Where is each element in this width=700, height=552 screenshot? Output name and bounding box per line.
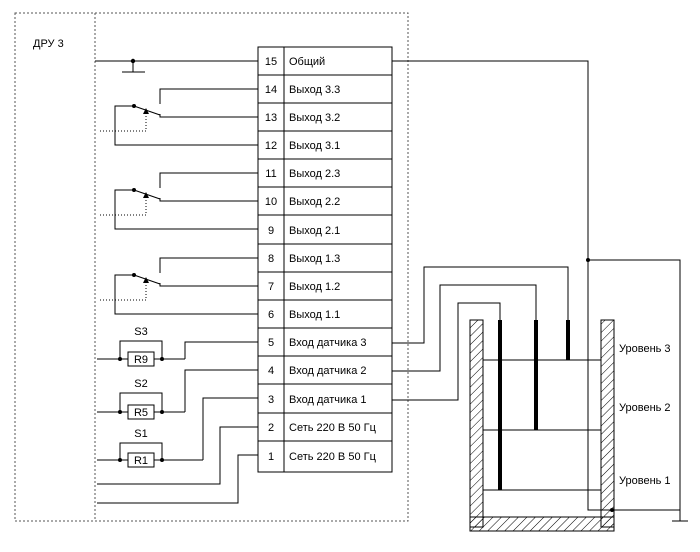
terminal-label: Выход 3.2 [289, 112, 340, 124]
terminal-label: Сеть 220 В 50 Гц [289, 451, 377, 463]
relay-2-contacts [100, 172, 258, 230]
terminal-label: Выход 3.1 [289, 140, 340, 152]
relay-3-contacts [100, 88, 258, 146]
terminal-label: Выход 2.1 [289, 225, 340, 237]
terminal-labels: Общий Выход 3.3 Выход 3.2 Выход 3.1 Выхо… [289, 56, 377, 463]
terminal-label: Выход 2.2 [289, 196, 340, 208]
terminal-label: Выход 1.1 [289, 309, 340, 321]
terminal-block [257, 46, 393, 473]
common-wire [392, 60, 688, 522]
resistor-label: R1 [134, 455, 148, 467]
sensor-switch-2 [97, 369, 258, 420]
device-title: ДРУ 3 [33, 38, 64, 50]
terminal-number: 15 [265, 56, 277, 68]
terminal-label: Общий [289, 56, 325, 68]
terminal-label: Выход 1.3 [289, 253, 340, 265]
terminal-number: 11 [265, 168, 276, 180]
terminal-number: 10 [265, 196, 277, 208]
common-ground [95, 58, 258, 73]
terminal-number: 6 [268, 309, 274, 321]
terminal-number: 13 [265, 112, 277, 124]
electrodes [498, 320, 570, 490]
level-label: Уровень 3 [619, 343, 671, 355]
terminal-number: 4 [268, 365, 274, 377]
terminal-label: Вход датчика 2 [289, 365, 367, 377]
relay-1-contacts [100, 257, 258, 315]
terminal-number: 7 [268, 281, 274, 293]
resistor-label: R9 [134, 354, 148, 366]
sensor-switch-3 [97, 340, 258, 367]
mains-wires [97, 426, 258, 504]
terminal-number: 12 [265, 140, 277, 152]
terminal-number: 1 [268, 451, 274, 463]
tank [469, 319, 615, 532]
terminal-label: Выход 3.3 [289, 84, 340, 96]
terminal-number: 9 [268, 225, 274, 237]
switch-label: S3 [134, 326, 147, 338]
terminal-label: Сеть 220 В 50 Гц [289, 422, 377, 434]
terminal-number: 5 [268, 337, 274, 349]
level-label: Уровень 1 [619, 475, 671, 487]
terminal-numbers: 15 14 13 12 11 10 9 8 7 6 5 4 3 2 1 [265, 56, 277, 463]
switch-labels: S3 R9 S2 R5 S1 R1 [134, 326, 148, 467]
switch-label: S1 [134, 428, 147, 440]
terminal-label: Вход датчика 1 [289, 394, 367, 406]
terminal-number: 2 [268, 422, 274, 434]
sensor-switch-1 [97, 397, 258, 468]
terminal-number: 14 [265, 84, 277, 96]
device-outline [14, 12, 409, 522]
terminal-number: 3 [268, 394, 274, 406]
level-lines [483, 359, 601, 491]
terminal-label: Выход 1.2 [289, 281, 340, 293]
switch-label: S2 [134, 378, 147, 390]
level-label: Уровень 2 [619, 402, 671, 414]
resistor-label: R5 [134, 407, 148, 419]
terminal-label: Вход датчика 3 [289, 337, 367, 349]
terminal-label: Выход 2.3 [289, 168, 340, 180]
terminal-number: 8 [268, 253, 274, 265]
